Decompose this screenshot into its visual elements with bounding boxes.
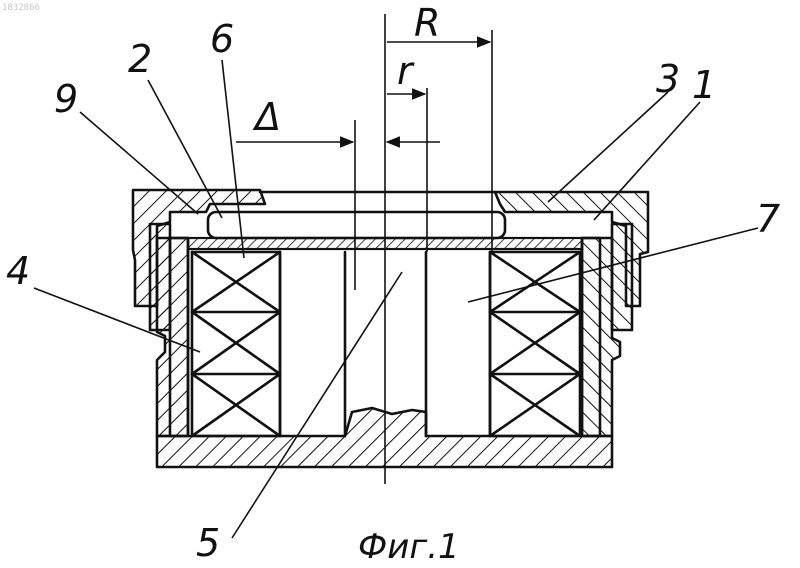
figure-caption: Фиг.1 <box>358 527 460 567</box>
right-coil <box>490 252 580 436</box>
callout-2: 2 <box>128 37 152 81</box>
callout-1: 1 <box>692 63 716 107</box>
r-label: r <box>397 49 415 93</box>
left-flange <box>150 224 170 330</box>
R-label: R <box>414 1 440 45</box>
callout-9: 9 <box>54 77 78 121</box>
armature-plate <box>208 212 505 238</box>
left-coil <box>192 252 280 436</box>
callout-4: 4 <box>6 249 30 293</box>
callout-7: 7 <box>756 197 780 241</box>
callout-5: 5 <box>196 521 220 565</box>
delta-label: Δ <box>252 95 281 139</box>
callout-6: 6 <box>210 17 234 61</box>
callout-3: 3 <box>656 57 680 101</box>
corner-id: 1832866 <box>2 3 40 13</box>
right-flange <box>612 224 632 330</box>
